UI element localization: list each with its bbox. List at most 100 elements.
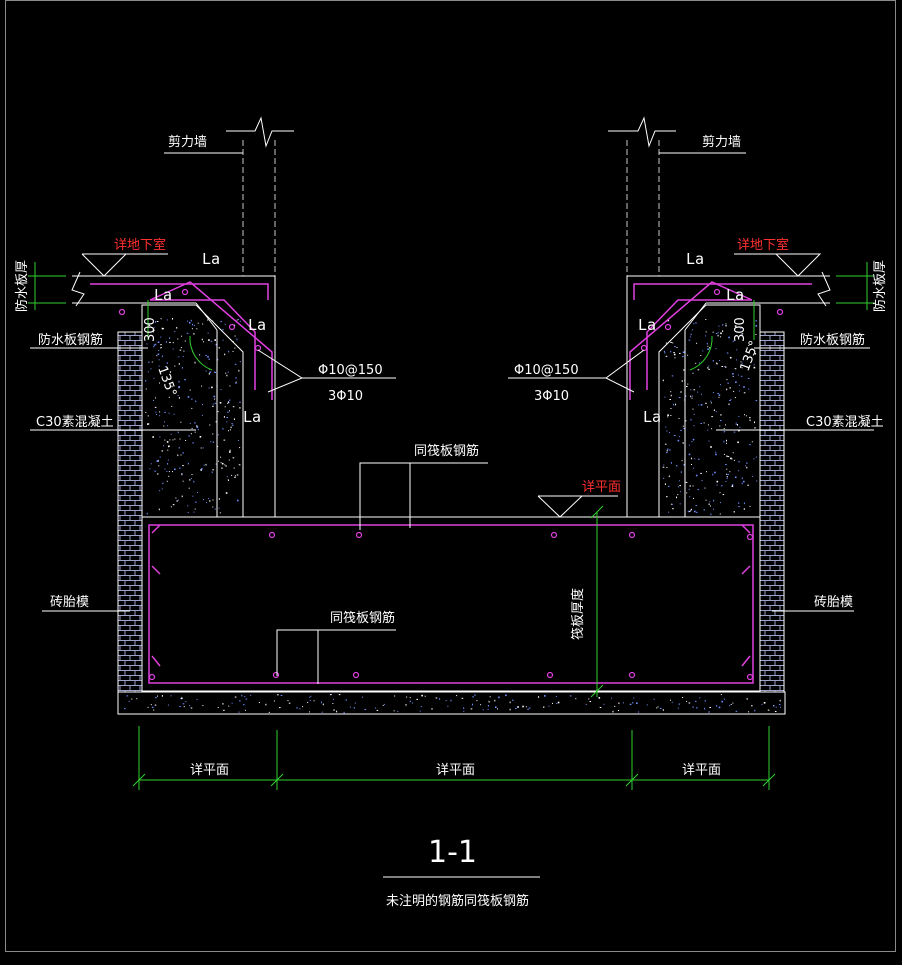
- speckle: [159, 415, 161, 417]
- speckle: [167, 459, 169, 461]
- speckle: [178, 363, 180, 365]
- speckle: [707, 367, 709, 369]
- speckle: [698, 458, 700, 460]
- speckle: [678, 397, 681, 399]
- speckle: [238, 369, 240, 372]
- speckle: [447, 705, 449, 707]
- speckle: [197, 429, 199, 431]
- speckle: [712, 473, 714, 476]
- speckle: [154, 704, 157, 706]
- speckle: [186, 332, 189, 334]
- speckle: [734, 368, 737, 370]
- speckle: [155, 697, 157, 699]
- speckle: [725, 325, 727, 327]
- rebar-dot: [664, 323, 672, 331]
- speckle: [411, 702, 413, 704]
- speckle: [163, 445, 164, 447]
- speckle: [725, 481, 727, 482]
- speckle: [498, 696, 500, 699]
- speckle: [728, 403, 730, 406]
- speckle: [203, 498, 204, 500]
- speckle: [309, 696, 311, 698]
- speckle: [664, 483, 666, 485]
- speckle: [146, 343, 148, 345]
- speckle: [720, 502, 721, 504]
- speckle: [682, 425, 684, 427]
- speckle: [690, 508, 692, 510]
- speckle: [700, 355, 702, 356]
- speckle: [623, 702, 624, 704]
- speckle: [715, 362, 717, 364]
- speckle: [743, 508, 745, 510]
- speckle: [677, 494, 679, 496]
- speckle: [166, 319, 168, 321]
- speckle: [725, 464, 727, 466]
- speckle: [739, 426, 741, 428]
- speckle: [409, 697, 411, 699]
- tie-6: [741, 524, 751, 534]
- speckle: [236, 319, 238, 321]
- speckle: [192, 323, 193, 326]
- speckle: [683, 399, 685, 401]
- speckle: [172, 318, 173, 320]
- speckle: [687, 383, 689, 385]
- speckle: [234, 363, 237, 365]
- speckle: [731, 458, 733, 460]
- speckle: [738, 461, 740, 463]
- speckle: [165, 341, 167, 343]
- speckle: [184, 340, 186, 342]
- speckle: [180, 454, 182, 456]
- tie-2: [151, 655, 161, 667]
- speckle: [676, 465, 678, 467]
- speckle: [688, 339, 691, 341]
- speckle: [747, 378, 750, 379]
- speckle: [712, 360, 714, 362]
- speckle: [695, 511, 698, 513]
- speckle: [741, 362, 743, 364]
- label-waterproof-rebar-right: 防水板钢筋: [800, 332, 865, 348]
- speckle: [726, 476, 728, 477]
- speckle: [177, 454, 179, 457]
- speckle: [726, 442, 727, 444]
- speckle: [196, 492, 198, 493]
- speckle: [155, 397, 156, 399]
- speckle: [170, 433, 172, 435]
- speckle: [569, 695, 572, 697]
- speckle: [202, 404, 203, 406]
- speckle: [382, 704, 384, 706]
- speckle: [279, 707, 281, 709]
- speckle: [705, 331, 707, 333]
- speckle: [207, 356, 209, 358]
- speckle: [732, 483, 734, 486]
- speckle: [741, 333, 743, 335]
- dim-raft-tick-top: [590, 505, 604, 519]
- speckle: [217, 707, 219, 708]
- speckle: [229, 429, 231, 431]
- speckle: [715, 453, 717, 456]
- speckle: [598, 697, 601, 699]
- speckle: [159, 456, 161, 458]
- speckle: [207, 332, 209, 334]
- speckle: [220, 462, 222, 464]
- speckle: [716, 480, 719, 483]
- speckle: [704, 707, 706, 710]
- speckle: [222, 703, 224, 705]
- speckle: [614, 705, 616, 707]
- speckle: [148, 323, 150, 325]
- speckle: [223, 709, 225, 711]
- speckle: [716, 484, 718, 486]
- speckle: [222, 329, 224, 331]
- speckle: [187, 512, 189, 513]
- label-see-plan-elev: 详平面: [582, 480, 621, 495]
- speckle: [709, 505, 711, 507]
- speckle: [207, 319, 209, 321]
- speckle: [695, 362, 697, 364]
- speckle: [157, 353, 160, 356]
- speckle: [174, 365, 176, 367]
- speckle: [176, 500, 178, 502]
- speckle: [212, 403, 214, 405]
- speckle: [662, 379, 664, 382]
- rebar-left-top: [90, 283, 269, 300]
- speckle: [157, 695, 158, 697]
